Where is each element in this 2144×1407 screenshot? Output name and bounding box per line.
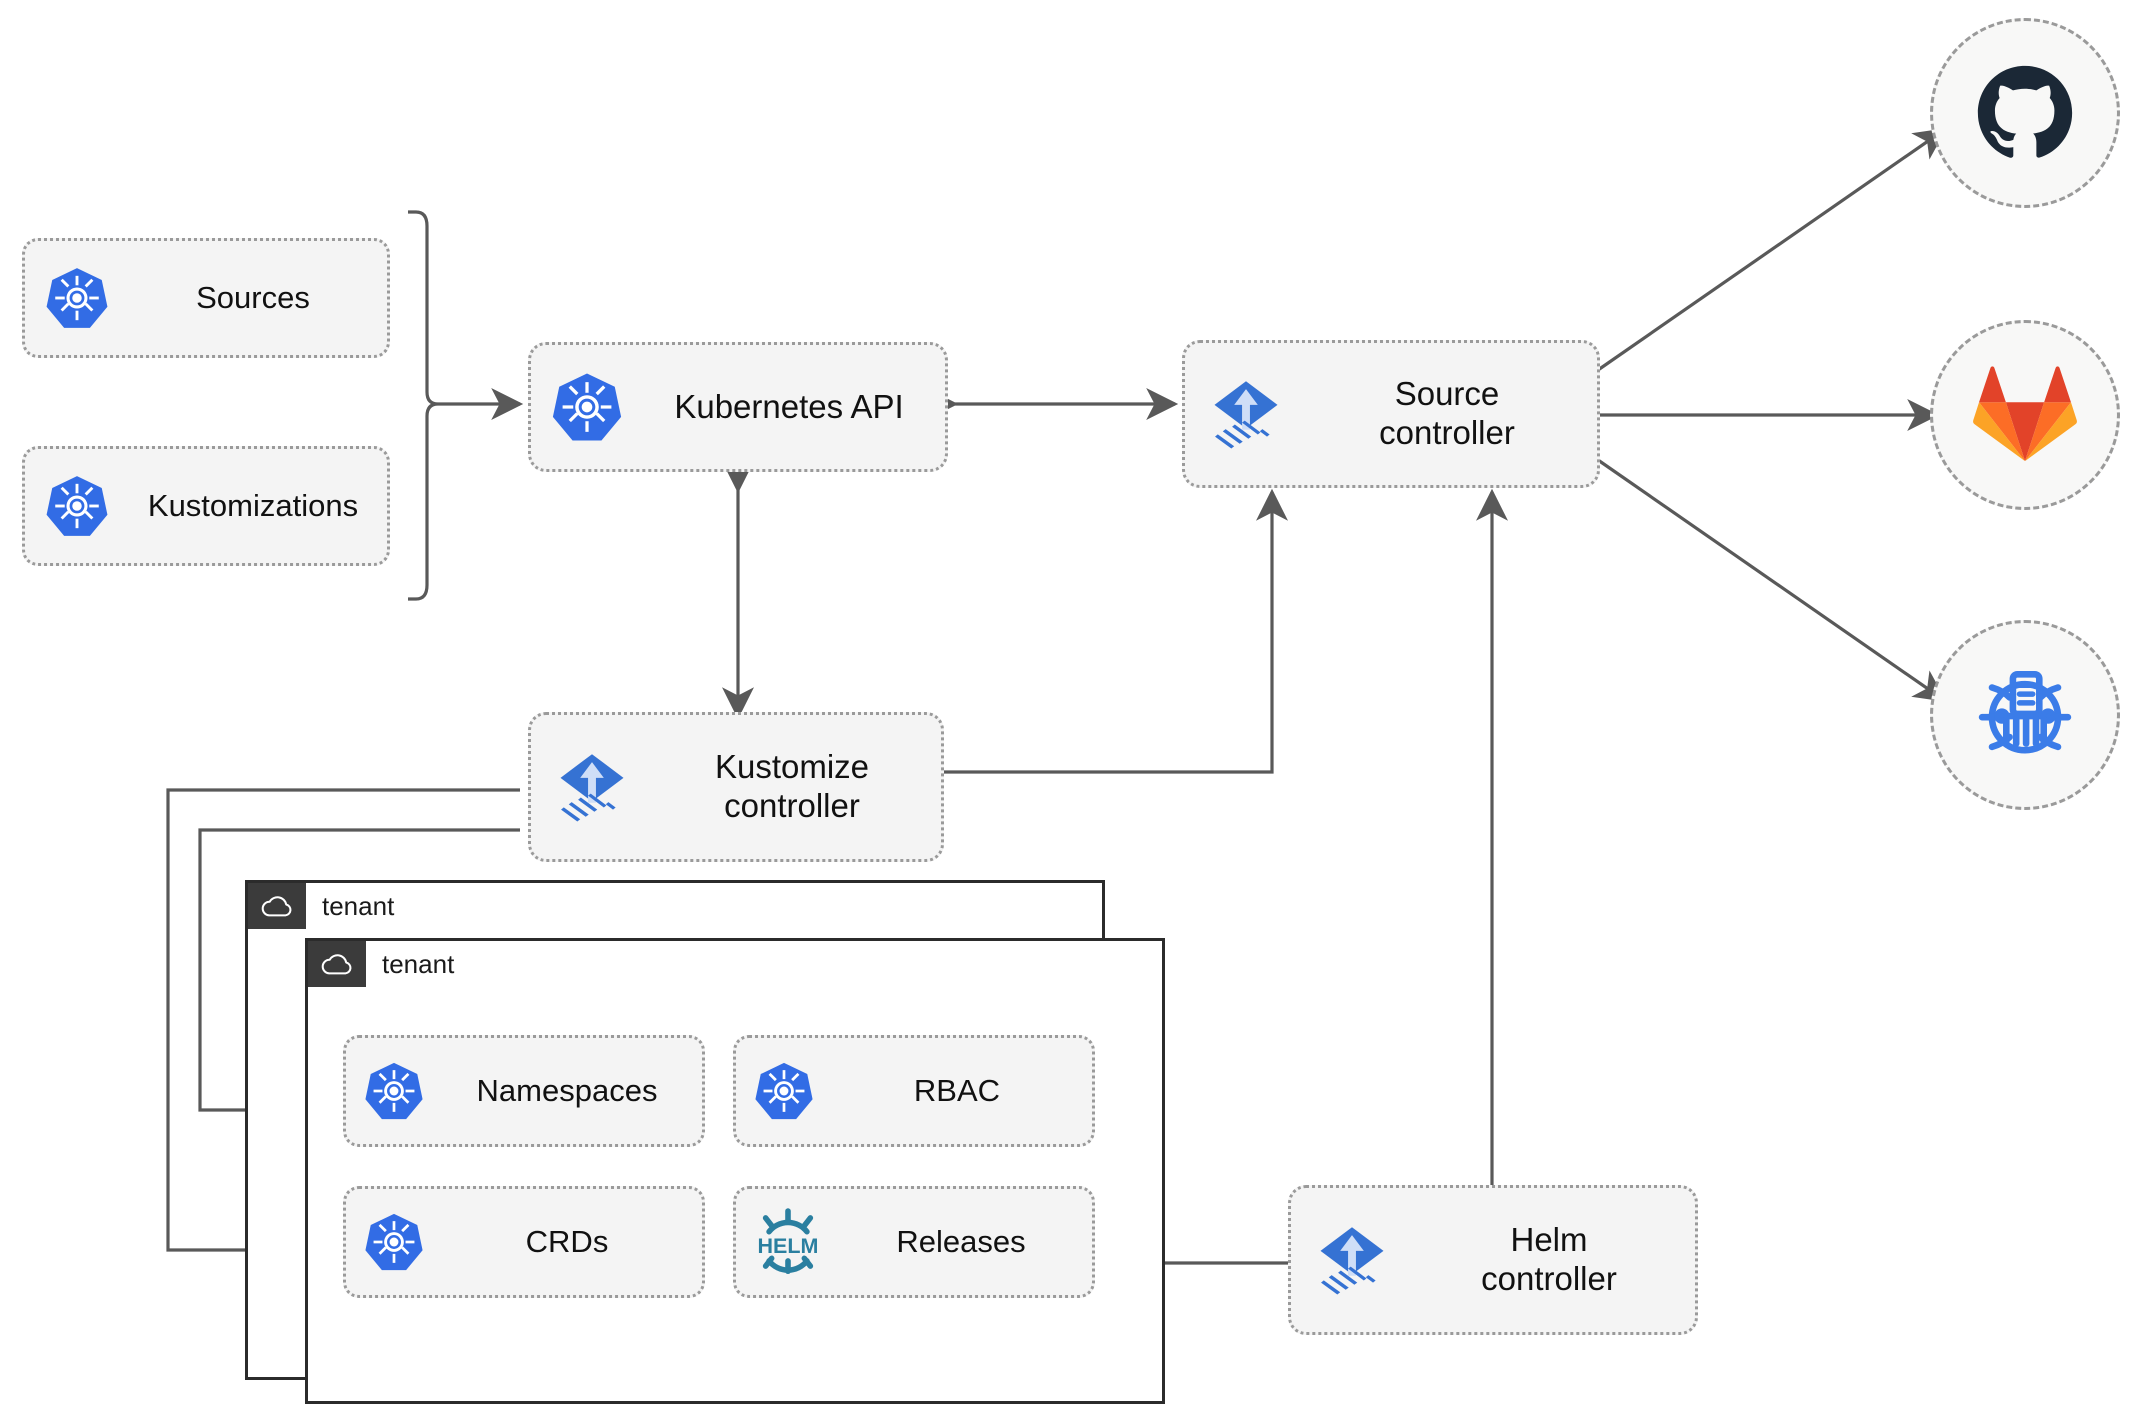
tenant-container-inner[interactable]: tenant [305, 938, 1165, 1404]
kubernetes-icon [25, 265, 129, 331]
helm-registry-icon [1970, 660, 2080, 770]
wire-source-to-github [1597, 128, 1947, 372]
tenant-header: tenant [308, 941, 454, 987]
node-label: Sources [196, 279, 310, 315]
kubernetes-icon [346, 1060, 442, 1122]
helm-icon: HELM [736, 1207, 840, 1277]
tenant-resource-label: Releases [896, 1223, 1026, 1259]
cloud-icon [248, 883, 306, 929]
tenant-resource-label: CRDs [525, 1223, 609, 1259]
cloud-icon [308, 941, 366, 987]
node-kustomizations[interactable]: Kustomizations [22, 446, 390, 566]
wire-kustomize-to-source [944, 488, 1288, 774]
node-source-controller[interactable]: Source controller [1182, 340, 1600, 488]
node-label: Kustomizations [147, 487, 359, 523]
provider-helm-repository[interactable] [1930, 620, 2120, 810]
flux-icon [1291, 1218, 1413, 1302]
gitlab-icon [1973, 365, 2077, 465]
node-helm-controller[interactable]: Helm controller [1288, 1185, 1698, 1335]
node-kubernetes-api[interactable]: Kubernetes API [528, 342, 948, 472]
tenant-label: tenant [322, 890, 395, 921]
brace-sources-group [408, 210, 439, 601]
github-icon [1973, 61, 2077, 165]
kubernetes-icon [25, 473, 129, 539]
provider-gitlab[interactable] [1930, 320, 2120, 510]
tenant-resource-namespaces[interactable]: Namespaces [343, 1035, 705, 1147]
tenant-label: tenant [382, 948, 455, 979]
tenant-header: tenant [248, 883, 394, 929]
node-label: Kubernetes API [674, 387, 904, 425]
tenant-resource-releases[interactable]: HELM Releases [733, 1186, 1095, 1298]
tenant-resource-label: Namespaces [476, 1072, 658, 1108]
node-label: Source controller [1379, 375, 1515, 451]
kubernetes-icon [736, 1060, 832, 1122]
flux-icon [1185, 372, 1307, 456]
provider-github[interactable] [1930, 18, 2120, 208]
node-kustomize-controller[interactable]: Kustomize controller [528, 712, 944, 862]
tenant-resource-rbac[interactable]: RBAC [733, 1035, 1095, 1147]
node-label: Kustomize controller [714, 748, 870, 824]
flux-icon [531, 745, 653, 829]
node-sources[interactable]: Sources [22, 238, 390, 358]
tenant-resource-crds[interactable]: CRDs [343, 1186, 705, 1298]
tenant-resource-label: RBAC [913, 1072, 1001, 1108]
wire-source-to-helmrepo [1597, 458, 1947, 702]
kubernetes-icon [531, 370, 643, 444]
svg-text:HELM: HELM [758, 1234, 819, 1258]
node-label: Helm controller [1481, 1221, 1617, 1297]
kubernetes-icon [346, 1211, 442, 1273]
